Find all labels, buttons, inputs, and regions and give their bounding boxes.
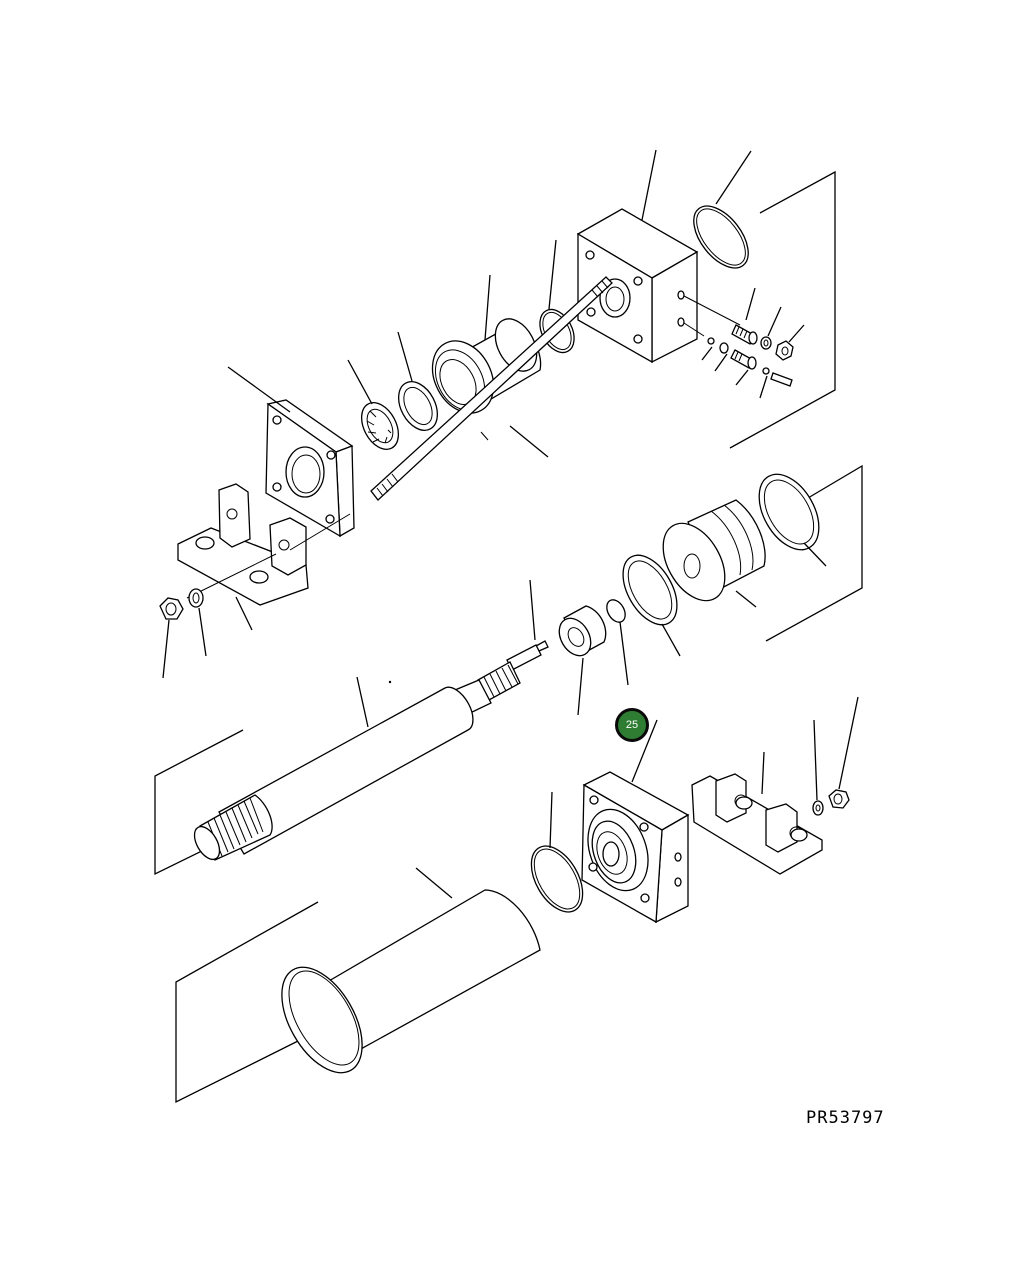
tie-rod-upper	[370, 276, 613, 501]
washer-right	[812, 719, 824, 816]
head-block	[576, 149, 699, 364]
piston	[662, 499, 766, 608]
group-bracket-tube	[175, 901, 319, 1104]
callout-25-button[interactable]: 25	[615, 708, 649, 742]
nut-right	[828, 696, 859, 809]
lip-seal	[347, 359, 400, 450]
callout-25-label: 25	[625, 719, 639, 731]
piston-seal-ring	[622, 554, 681, 657]
clevis-bracket-left	[177, 483, 351, 631]
group-bracket-upper	[729, 170, 836, 449]
o-ring-piston	[606, 599, 629, 686]
spacer-collar	[558, 605, 607, 716]
packing-ring	[397, 331, 438, 431]
washer-left	[188, 588, 207, 657]
wear-ring-large	[758, 473, 827, 567]
fittings-group	[683, 287, 805, 399]
group-bracket-middle	[765, 464, 863, 642]
cap-plate	[227, 366, 355, 538]
clevis-bracket-right	[691, 751, 823, 875]
piston-rod	[193, 579, 549, 861]
nut-left	[159, 597, 184, 679]
o-ring-gland	[530, 791, 584, 913]
o-ring-head	[693, 150, 752, 269]
drawing-part-code: PR53797	[806, 1108, 885, 1128]
cylinder-tube	[281, 867, 541, 1074]
gland-block	[581, 719, 690, 924]
